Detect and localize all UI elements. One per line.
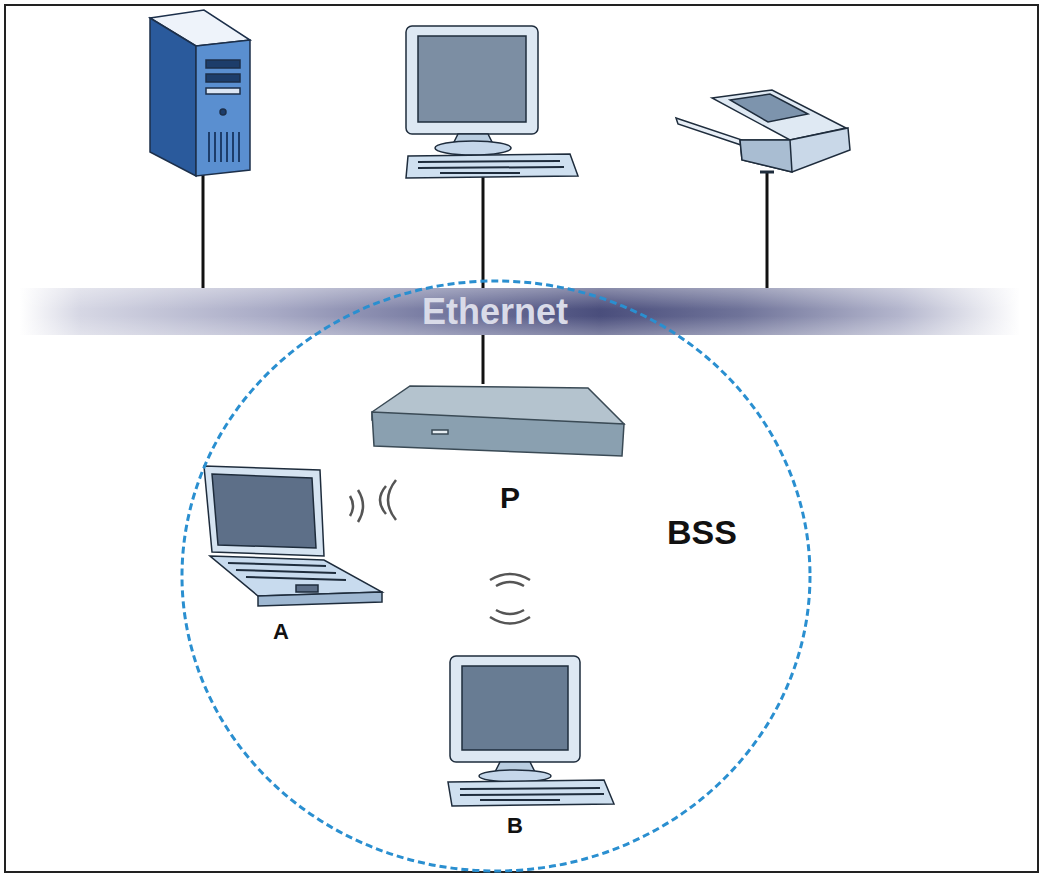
keyboard-keys xyxy=(418,167,564,168)
wire xyxy=(203,172,767,290)
laptop-icon xyxy=(204,466,382,606)
wire xyxy=(766,172,769,290)
laptop-icon xyxy=(296,585,318,592)
keyboard-keys xyxy=(460,788,604,800)
server-icon xyxy=(206,74,240,82)
dashed-outline xyxy=(180,279,812,873)
bss-circle: BSSPAB xyxy=(180,279,812,873)
vent-slots xyxy=(232,132,234,162)
printer-icon xyxy=(760,171,774,174)
wire xyxy=(482,176,485,290)
desktop-icon xyxy=(418,36,526,122)
laptop-station: A xyxy=(200,459,390,649)
node-label: BSS xyxy=(552,513,852,552)
desktop-station: B xyxy=(440,649,625,849)
vent-slots xyxy=(209,132,239,162)
wireless-waves xyxy=(490,574,530,580)
vent-slots xyxy=(208,132,210,162)
printer-icon xyxy=(740,140,792,172)
wireless-waves xyxy=(350,496,353,516)
node-label: A xyxy=(131,619,431,645)
network-cable xyxy=(482,335,485,384)
bss-boundary xyxy=(182,281,810,871)
vent-slots xyxy=(220,132,222,162)
vent-slots xyxy=(226,132,228,162)
laptop-icon xyxy=(212,474,316,548)
desktop-icon xyxy=(448,656,614,806)
desktop-icon xyxy=(406,154,578,178)
server-icon xyxy=(206,88,240,94)
keyboard-keys xyxy=(460,794,604,795)
server-icon xyxy=(220,109,226,115)
printer-icon xyxy=(740,128,850,172)
keyboard-keys xyxy=(440,172,520,174)
access-point-icon xyxy=(372,386,624,456)
keyboard-keys xyxy=(480,799,560,801)
printer-icon xyxy=(676,90,850,172)
wireless-waves xyxy=(490,617,530,624)
server-icon xyxy=(196,40,250,176)
node-label: P xyxy=(360,481,660,515)
server-icon xyxy=(206,60,240,68)
vent-slots xyxy=(214,132,216,162)
wireless-waves xyxy=(496,610,524,614)
wire xyxy=(202,172,205,290)
node-label: B xyxy=(365,813,665,839)
server-icon xyxy=(150,10,250,176)
keyboard-keys xyxy=(246,577,346,580)
ethernet-band: Ethernet xyxy=(20,288,1020,335)
wireless-waves xyxy=(380,486,386,514)
desktop-icon xyxy=(406,26,578,178)
wireless-waves xyxy=(388,480,396,520)
desktop-icon xyxy=(450,656,580,762)
desktop-icon xyxy=(406,26,538,134)
laptop-icon xyxy=(210,556,382,596)
access-point-icon xyxy=(372,412,624,456)
desktop-icon xyxy=(435,141,511,155)
keyboard-keys xyxy=(460,788,600,789)
keyboard-keys xyxy=(228,563,346,580)
keyboard-keys xyxy=(236,570,336,573)
wireless-waves xyxy=(496,582,524,586)
keyboard-keys xyxy=(418,161,564,173)
desktop-icon xyxy=(448,780,614,806)
keyboard-keys xyxy=(418,161,560,162)
laptop-icon xyxy=(258,592,382,606)
vent-slots xyxy=(238,132,240,162)
server-icon xyxy=(150,18,196,176)
keyboard-keys xyxy=(228,563,326,566)
wireless-waves xyxy=(358,490,363,522)
laptop-icon xyxy=(204,466,324,556)
access-point-icon xyxy=(432,430,448,434)
desktop-icon xyxy=(462,666,568,750)
printer-icon xyxy=(676,118,744,146)
access-point: P xyxy=(365,384,630,519)
printer-icon xyxy=(730,94,808,122)
